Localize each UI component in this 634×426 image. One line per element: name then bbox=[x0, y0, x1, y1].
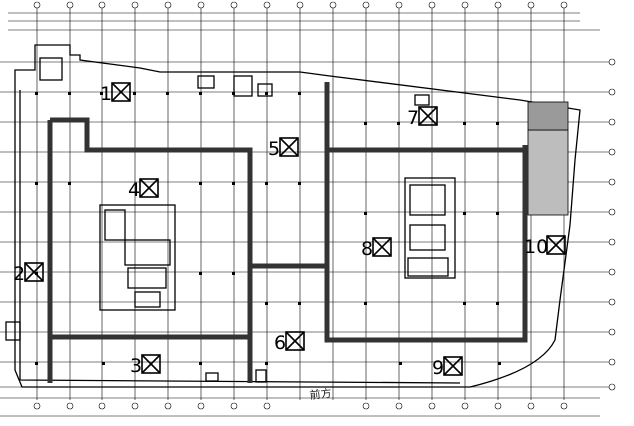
stair-core-left bbox=[99, 204, 176, 311]
grid-axis-bubbles-bottom bbox=[33, 402, 568, 410]
zone-mark-cross bbox=[279, 137, 299, 157]
zone-number: 7 bbox=[407, 107, 419, 129]
zone-mark-box bbox=[111, 82, 131, 102]
zone-label-6: 6 bbox=[274, 331, 305, 354]
zone-number: 1 bbox=[100, 83, 112, 105]
zone-mark-box bbox=[443, 356, 463, 376]
zone-label-5: 5 bbox=[268, 137, 299, 160]
zone-mark-box bbox=[285, 331, 305, 351]
zone-mark-cross bbox=[443, 356, 463, 376]
zone-number: 5 bbox=[268, 138, 280, 160]
zone-number: 10 bbox=[524, 236, 548, 258]
zone-number: 2 bbox=[13, 263, 25, 285]
handwritten-annotation: 前方 bbox=[309, 386, 332, 402]
zone-mark-cross bbox=[285, 331, 305, 351]
zone-number: 3 bbox=[130, 355, 142, 377]
zone-labels: 1 2 3 4 5 6 7 8 9 10 bbox=[13, 82, 566, 379]
zone-mark-box bbox=[372, 237, 392, 257]
zone-boundaries bbox=[47, 82, 528, 383]
zone-label-1: 1 bbox=[100, 82, 131, 105]
zone-label-8: 8 bbox=[361, 237, 392, 260]
zone-mark-cross bbox=[139, 178, 159, 198]
zone-mark-cross bbox=[111, 82, 131, 102]
zone-label-3: 3 bbox=[130, 354, 161, 377]
zone-label-2: 2 bbox=[13, 262, 44, 285]
zone-mark-cross bbox=[141, 354, 161, 374]
grid-axis-bubbles-right bbox=[608, 58, 616, 391]
zone-mark-box bbox=[418, 106, 438, 126]
zone-label-7: 7 bbox=[407, 106, 438, 129]
structural-columns bbox=[35, 92, 501, 365]
service-rooms bbox=[5, 57, 430, 383]
zone-number: 4 bbox=[128, 179, 140, 201]
zone-number: 6 bbox=[274, 332, 286, 354]
bottom-dimension-line bbox=[0, 397, 600, 417]
grid-axis-bubbles-top bbox=[33, 1, 568, 9]
building-outline bbox=[14, 44, 581, 388]
stair-core-right bbox=[404, 177, 456, 279]
zone-mark-box bbox=[546, 235, 566, 255]
top-dimension-line bbox=[8, 12, 600, 31]
zone-number: 9 bbox=[432, 357, 444, 379]
inner-outline bbox=[19, 90, 461, 384]
zone-mark-cross bbox=[546, 235, 566, 255]
zone-mark-box bbox=[279, 137, 299, 157]
zone-label-9: 9 bbox=[432, 356, 463, 379]
zone-number: 8 bbox=[361, 238, 373, 260]
vertical-grid-lines bbox=[36, 8, 565, 400]
zone-mark-box bbox=[141, 354, 161, 374]
zone-mark-cross bbox=[372, 237, 392, 257]
zone-label-10: 10 bbox=[524, 235, 566, 258]
zone-mark-cross bbox=[418, 106, 438, 126]
zone-mark-cross bbox=[24, 262, 44, 282]
zone-mark-box bbox=[139, 178, 159, 198]
hatched-area bbox=[527, 101, 569, 216]
zone-mark-box bbox=[24, 262, 44, 282]
zone-label-4: 4 bbox=[128, 178, 159, 201]
